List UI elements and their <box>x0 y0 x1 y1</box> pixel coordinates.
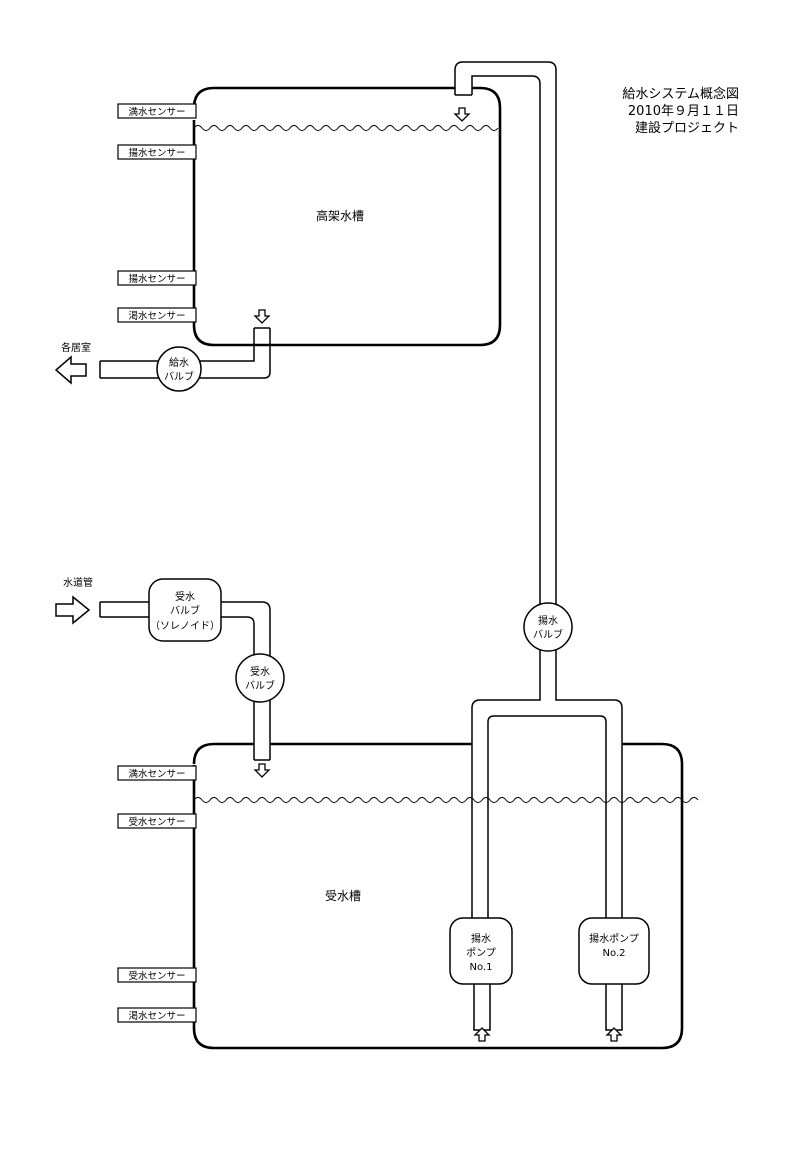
pump-valve-label-2: バルブ <box>533 628 563 641</box>
lower-tank-outline <box>192 742 684 1050</box>
solenoid-valve-label-3: （ソレノイド） <box>150 620 220 632</box>
solenoid-valve-label-2: バルブ <box>170 604 200 617</box>
pump1-label-2: ポンプ <box>466 947 496 959</box>
upper-sensor-empty: 渇水センサー <box>117 307 197 323</box>
solenoid-valve-label-1: 受水 <box>175 591 195 603</box>
lower-tank-label: 受水槽 <box>325 889 361 903</box>
upper-sensor-pump-stop: 揚水センサー <box>117 144 197 160</box>
pump-2: 揚水ポンプ No.2 <box>578 917 650 985</box>
lower-sensor-receive-start-label: 受水センサー <box>128 970 185 982</box>
lower-water-surface <box>193 797 699 803</box>
lower-sensor-receive-stop-label: 受水センサー <box>128 816 185 828</box>
lower-tank: 受水槽 満水センサー 受水センサー 受水センサー 渇水センサー <box>117 742 699 1050</box>
lower-sensor-receive-start: 受水センサー <box>117 967 197 983</box>
title-block: 給水システム概念図 2010年９月１１日 建設プロジェクト <box>622 86 739 137</box>
outlet-arrow-icon <box>54 355 87 385</box>
lower-sensor-empty: 渇水センサー <box>117 1007 197 1023</box>
diagram-title: 給水システム概念図 <box>622 87 739 102</box>
upper-outlet-arrow-icon <box>253 309 271 324</box>
pump-1: 揚水 ポンプ No.1 <box>449 917 513 985</box>
receive-valve-solenoid: 受水 バルブ （ソレノイド） <box>148 578 222 642</box>
lower-sensor-full: 満水センサー <box>117 765 197 781</box>
outlet-label: 各居室 <box>61 341 91 354</box>
diagram-date: 2010年９月１１日 <box>627 104 739 119</box>
upper-sensor-full: 満水センサー <box>117 103 197 119</box>
diagram-project: 建設プロジェクト <box>634 121 739 136</box>
pump2-suction-arrow-icon <box>605 1027 623 1042</box>
upper-water-surface <box>193 125 499 131</box>
pump2-label-1: 揚水ポンプ <box>589 932 639 945</box>
upper-inlet-arrow-icon <box>453 107 471 122</box>
outlet-pipe <box>99 309 271 379</box>
supply-valve-label-1: 給水 <box>169 356 189 369</box>
receive-valve: 受水 バルブ <box>235 653 285 703</box>
lower-sensor-receive-stop: 受水センサー <box>117 813 197 829</box>
receive-valve-label-2: バルブ <box>245 679 275 692</box>
inlet-label: 水道管 <box>63 576 93 589</box>
supply-valve-label-2: バルブ <box>164 370 194 383</box>
upper-sensor-full-label: 満水センサー <box>128 106 185 118</box>
upper-sensor-pump-start-label: 揚水センサー <box>128 273 185 285</box>
upper-tank: 高架水槽 満水センサー 揚水センサー 揚水センサー 渇水センサー <box>117 86 502 347</box>
lower-sensor-empty-label: 渇水センサー <box>128 1010 185 1022</box>
riser-pipe <box>453 61 557 607</box>
upper-sensor-pump-stop-label: 揚水センサー <box>128 147 185 159</box>
pump-valve: 揚水 バルブ <box>523 602 573 652</box>
pump1-suction-arrow-icon <box>473 1027 491 1042</box>
pump-valve-label-1: 揚水 <box>538 614 558 627</box>
lower-sensor-full-label: 満水センサー <box>128 768 185 780</box>
upper-sensor-pump-start: 揚水センサー <box>117 270 197 286</box>
inlet-arrow-icon <box>55 595 91 625</box>
pump1-label-1: 揚水 <box>471 932 491 945</box>
upper-sensor-empty-label: 渇水センサー <box>128 310 185 322</box>
receive-valve-label-1: 受水 <box>250 666 270 678</box>
lower-inlet-arrow-icon <box>253 763 271 778</box>
pump1-label-3: No.1 <box>470 962 493 973</box>
inlet-pipe <box>99 601 271 778</box>
supply-valve: 給水 バルブ <box>156 346 202 392</box>
upper-tank-label: 高架水槽 <box>316 208 364 223</box>
pump-piping <box>471 650 623 1042</box>
pump2-label-2: No.2 <box>603 948 626 959</box>
